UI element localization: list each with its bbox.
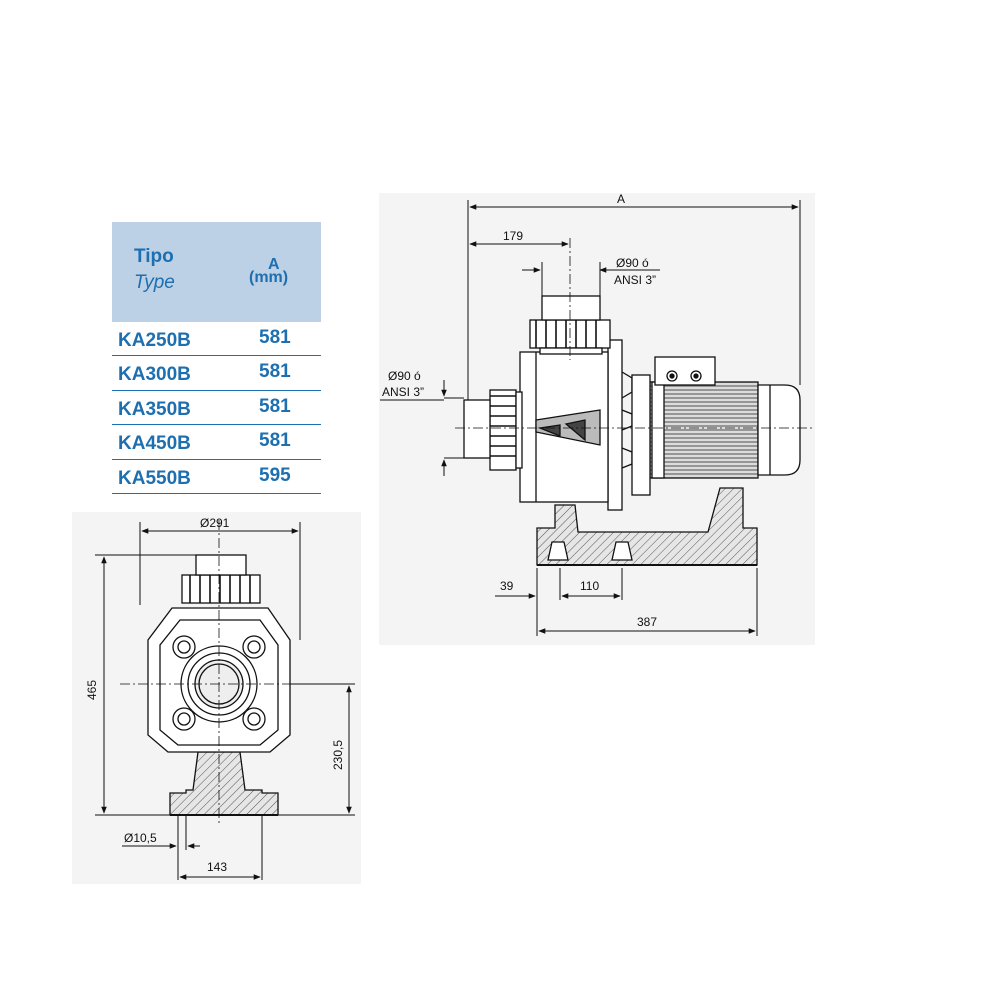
front-view-dimensions (95, 522, 355, 880)
dim-179: 179 (503, 229, 523, 243)
table-row: KA450B 581 (112, 425, 321, 460)
row-value: 581 (259, 430, 291, 452)
header-type: Type (134, 272, 175, 293)
dim-110: 110 (580, 579, 599, 593)
spec-table: Tipo Type A (mm) KA250B 581 KA300B 581 K… (112, 222, 321, 494)
front-base (169, 751, 279, 816)
side-view-dimensions (380, 200, 801, 636)
table-row: KA250B 581 (112, 322, 321, 357)
inlet-label-2: ANSI 3” (382, 385, 424, 399)
side-view-drawing (455, 238, 815, 566)
row-value: 581 (259, 361, 291, 383)
header-tipo: Tipo (134, 246, 174, 267)
side-base (536, 487, 758, 566)
dim-230: 230,5 (331, 740, 345, 770)
dim-387: 387 (637, 615, 657, 629)
row-model: KA350B (118, 398, 191, 420)
row-model: KA300B (118, 364, 191, 386)
row-value: 581 (259, 327, 291, 348)
table-row: KA350B 581 (112, 391, 321, 426)
inlet-label-1: Ø90 ó (388, 369, 421, 383)
row-value: 595 (259, 464, 291, 486)
row-model: KA450B (118, 433, 191, 455)
dim-143: 143 (207, 860, 227, 874)
row-model: KA550B (118, 467, 191, 489)
dim-291: Ø291 (200, 516, 230, 530)
dim-39: 39 (500, 579, 514, 593)
terminal-box (654, 356, 716, 386)
dim-465: 465 (85, 680, 99, 700)
front-view-drawing (120, 520, 320, 825)
motor-fan-cover (757, 384, 801, 476)
outlet-label-1: Ø90 ó (616, 256, 649, 270)
dim-a: A (617, 192, 625, 206)
dim-hole: Ø10,5 (124, 831, 157, 845)
outlet-label-2: ANSI 3” (614, 273, 656, 287)
header-col-unit: (mm) (249, 269, 289, 286)
table-row: KA300B 581 (112, 356, 321, 391)
table-header: Tipo Type A (mm) (112, 222, 321, 322)
row-model: KA250B (118, 330, 191, 351)
table-row: KA550B 595 (112, 460, 321, 494)
header-col-a: A (268, 256, 280, 273)
motor-body (649, 381, 759, 479)
row-value: 581 (259, 395, 291, 417)
